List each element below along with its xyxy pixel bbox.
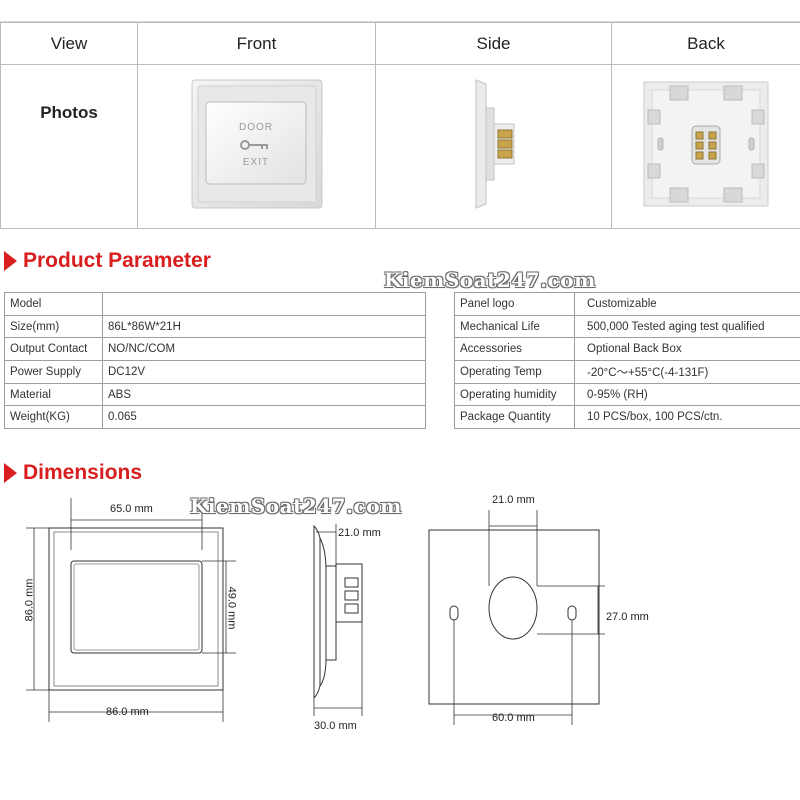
dimensions-title: Dimensions <box>23 461 143 484</box>
param-key: Material <box>4 382 103 407</box>
product-parameter-heading: Product Parameter <box>4 249 211 273</box>
param-value: ABS <box>102 382 426 407</box>
param-value <box>102 292 426 316</box>
dim-back-hole-width: 21.0 mm <box>492 494 535 506</box>
param-key: Weight(KG) <box>4 405 103 430</box>
dim-front-height: 86.0 mm <box>23 578 36 622</box>
top-strip <box>0 0 800 22</box>
dim-front-width: 86.0 mm <box>106 706 149 718</box>
back-view-drawing <box>428 510 605 725</box>
back-photo <box>643 81 769 207</box>
param-key: Model <box>4 292 103 316</box>
dimensions-heading: Dimensions <box>4 461 142 485</box>
table-row: Weight(KG)0.065 <box>4 405 426 430</box>
front-view-drawing <box>26 498 236 722</box>
param-value: DC12V <box>102 360 426 384</box>
param-key: Size(mm) <box>4 314 103 339</box>
param-value: 500,000 Tested aging test qualified <box>574 314 800 339</box>
param-value: Optional Back Box <box>574 337 800 362</box>
side-view-drawing <box>313 524 363 716</box>
photos-label: Photos <box>40 102 98 122</box>
table-row: Operating Temp-20°C～+55°C(-4-131F) <box>454 360 800 384</box>
param-value: 10 PCS/box, 100 PCS/ctn. <box>574 405 800 430</box>
key-icon <box>239 140 268 150</box>
parameter-table-left: Model Size(mm)86L*86W*21H Output Contact… <box>4 292 426 430</box>
side-photo-cell <box>375 64 612 229</box>
param-value: -20°C～+55°C(-4-131F) <box>574 360 800 384</box>
param-value: Customizable <box>574 292 800 316</box>
dimension-drawings <box>26 498 605 725</box>
product-parameter-title: Product Parameter <box>23 249 211 272</box>
param-key: Operating humidity <box>454 382 575 407</box>
table-row: Size(mm)86L*86W*21H <box>4 314 426 339</box>
param-key: Power Supply <box>4 360 103 384</box>
front-photo: DOOR EXIT <box>191 79 322 209</box>
triangle-icon <box>4 463 17 483</box>
param-key: Output Contact <box>4 337 103 362</box>
view-header-front: Front <box>137 22 376 65</box>
dim-back-spacing: 60.0 mm <box>492 712 535 724</box>
table-row: Model <box>4 292 426 316</box>
dim-back-hole-height: 27.0 mm <box>606 611 649 623</box>
triangle-icon <box>4 251 17 271</box>
view-header-side: Side <box>375 22 612 65</box>
side-photo <box>475 79 514 209</box>
param-value: 0-95% (RH) <box>574 382 800 407</box>
back-photo-cell <box>611 64 800 229</box>
param-key: Package Quantity <box>454 405 575 430</box>
param-key: Mechanical Life <box>454 314 575 339</box>
param-key: Accessories <box>454 337 575 362</box>
dim-front-inner-height: 49.0 mm <box>225 586 238 630</box>
dim-side-total: 30.0 mm <box>314 720 357 732</box>
param-value: 0.065 <box>102 405 426 430</box>
param-key: Panel logo <box>454 292 575 316</box>
photos-label-cell: Photos <box>0 64 138 229</box>
door-text: DOOR <box>239 122 273 133</box>
view-table: View Front Side Back Photos DOO <box>0 22 800 229</box>
exit-text: EXIT <box>242 157 268 168</box>
view-header-back: Back <box>611 22 800 65</box>
front-photo-cell: DOOR EXIT <box>137 64 376 229</box>
param-value: NO/NC/COM <box>102 337 426 362</box>
watermark-top: KiemSoat247.com <box>384 268 596 292</box>
param-value: 86L*86W*21H <box>102 314 426 339</box>
dim-side-depth: 21.0 mm <box>338 527 381 539</box>
dim-front-inner-width: 65.0 mm <box>110 503 153 515</box>
view-header-view: View <box>0 22 138 65</box>
param-key: Operating Temp <box>454 360 575 384</box>
watermark-bottom: KiemSoat247.com <box>190 494 402 518</box>
